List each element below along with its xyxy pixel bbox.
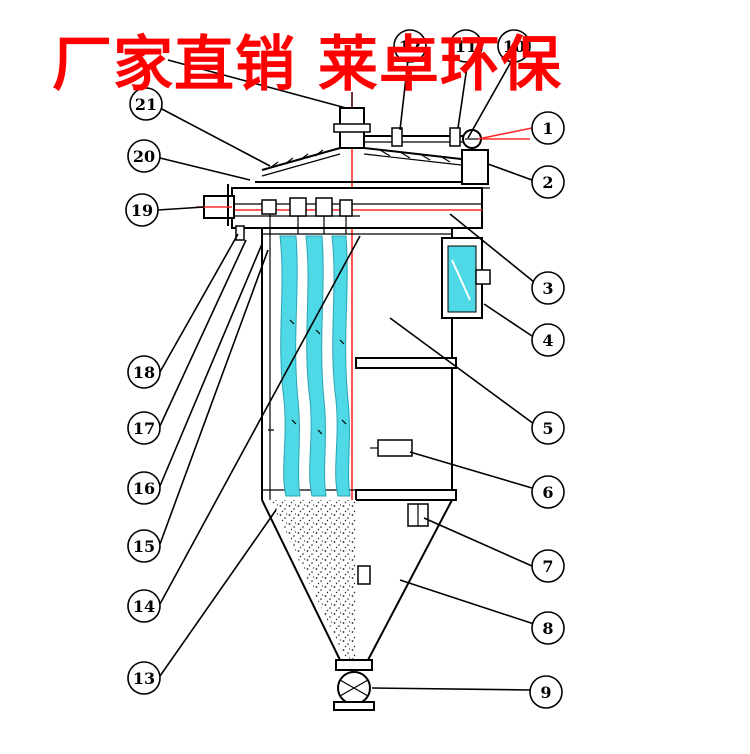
support-lug — [407, 503, 429, 527]
svg-text:8: 8 — [542, 619, 553, 638]
svg-text:20: 20 — [133, 147, 155, 166]
callout-17: 17 — [127, 411, 161, 445]
leader-lines — [157, 59, 535, 691]
callout-18: 18 — [127, 355, 161, 389]
svg-text:11: 11 — [455, 37, 477, 56]
callout-1: 1 — [531, 111, 565, 145]
svg-text:16: 16 — [133, 479, 155, 498]
svg-text:21: 21 — [135, 95, 157, 114]
svg-text:15: 15 — [133, 537, 155, 556]
callout-5: 5 — [531, 411, 565, 445]
inlet-box — [441, 237, 491, 319]
callout-8: 8 — [531, 611, 565, 645]
callout-21: 21 — [129, 87, 163, 121]
svg-text:14: 14 — [133, 597, 155, 616]
svg-text:18: 18 — [133, 363, 155, 382]
access-door — [370, 439, 413, 457]
ash-hopper — [261, 499, 453, 661]
callout-6: 6 — [531, 475, 565, 509]
svg-text:2: 2 — [542, 173, 553, 192]
callout-10: 10 — [497, 29, 531, 63]
svg-text:10: 10 — [503, 37, 525, 56]
svg-text:12: 12 — [399, 37, 421, 56]
callout-13: 13 — [127, 661, 161, 695]
svg-text:19: 19 — [131, 201, 153, 220]
svg-text:1: 1 — [542, 119, 553, 138]
callout-15: 15 — [127, 529, 161, 563]
svg-text:9: 9 — [540, 683, 551, 702]
svg-text:5: 5 — [542, 419, 553, 438]
top-exhaust-pipe — [333, 92, 371, 149]
top-cover — [245, 147, 490, 189]
svg-text:3: 3 — [542, 279, 553, 298]
callout-7: 7 — [531, 549, 565, 583]
svg-text:6: 6 — [542, 483, 553, 502]
callout-2: 2 — [531, 165, 565, 199]
callout-12: 12 — [393, 29, 427, 63]
discharge-valve — [333, 659, 375, 711]
callout-4: 4 — [531, 323, 565, 357]
callout-11: 11 — [449, 29, 483, 63]
svg-text:4: 4 — [542, 331, 553, 350]
callout-19: 19 — [125, 193, 159, 227]
callouts: 1 2 3 4 5 6 7 8 9 10 11 12 13 14 15 16 1… — [125, 29, 565, 709]
filter-bag — [331, 235, 351, 497]
svg-text:17: 17 — [133, 419, 155, 438]
filter-bag — [305, 235, 327, 497]
callout-3: 3 — [531, 271, 565, 305]
callout-16: 16 — [127, 471, 161, 505]
callout-9: 9 — [529, 675, 563, 709]
filter-bags — [268, 235, 351, 497]
callout-20: 20 — [127, 139, 161, 173]
svg-text:7: 7 — [542, 557, 553, 576]
svg-text:13: 13 — [133, 669, 155, 688]
callout-14: 14 — [127, 589, 161, 623]
dust-deposit — [270, 500, 356, 660]
